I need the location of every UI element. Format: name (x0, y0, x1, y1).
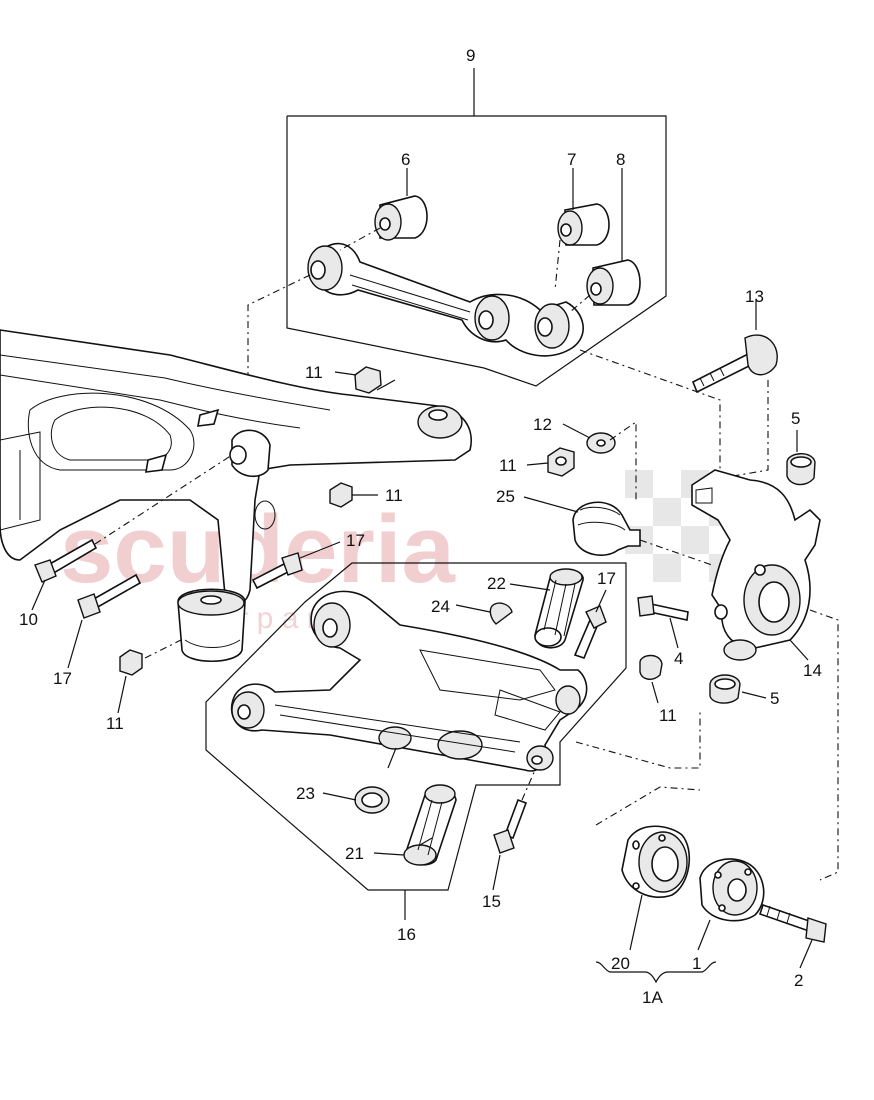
wheel-carrier-14[interactable] (691, 469, 821, 661)
callout-11-right: 11 (659, 706, 677, 725)
callout-1A: 1A (642, 988, 663, 1007)
callout-15: 15 (482, 892, 501, 911)
bolt-17-mid[interactable] (251, 552, 303, 590)
nut-11-subframe[interactable] (329, 482, 353, 508)
callout-10: 10 (19, 610, 38, 629)
callout-22: 22 (487, 574, 506, 593)
cap-24[interactable] (489, 602, 513, 625)
callout-leaders (31, 300, 813, 984)
lower-control-arm[interactable] (230, 590, 588, 772)
seal-23[interactable] (354, 786, 390, 814)
callout-6: 6 (401, 150, 410, 169)
callout-8: 8 (616, 150, 625, 169)
bolt-17-left[interactable] (77, 573, 142, 619)
callout-5-lower: 5 (770, 689, 779, 708)
subframe-mount[interactable] (177, 588, 246, 663)
bolt-13[interactable] (691, 334, 778, 479)
callout-25: 25 (496, 487, 515, 506)
wheel-hub-1[interactable] (699, 858, 765, 922)
callout-4: 4 (674, 649, 683, 668)
bushing-6[interactable] (374, 195, 428, 241)
callout-5-top: 5 (791, 409, 800, 428)
callout-labels: 9 6 7 8 13 5 11 12 11 25 11 17 10 17 11 … (19, 46, 822, 1007)
callout-21: 21 (345, 844, 364, 863)
group-box-9 (286, 68, 667, 387)
callout-11-subframe: 11 (385, 486, 403, 505)
nut-5-top[interactable] (786, 430, 816, 486)
callout-24: 24 (431, 597, 450, 616)
callout-9: 9 (466, 46, 475, 65)
callout-23: 23 (296, 784, 315, 803)
nut-11-left[interactable] (119, 637, 186, 676)
bushing-22[interactable] (534, 568, 584, 649)
bolt-17-lower[interactable] (573, 605, 607, 659)
callout-11-left: 11 (106, 714, 124, 733)
ball-joint-25[interactable] (572, 501, 713, 566)
callout-13: 13 (745, 287, 764, 306)
leader-lines-lower (575, 609, 839, 881)
callout-12: 12 (533, 415, 552, 434)
washer-12[interactable] (586, 420, 637, 500)
rear-subframe[interactable] (0, 329, 472, 605)
callout-17-left: 17 (53, 669, 72, 688)
bolt-10[interactable] (34, 454, 233, 583)
group-box-16 (205, 562, 627, 920)
nut-11-right[interactable] (639, 654, 663, 680)
callout-7: 7 (567, 150, 576, 169)
bushing-8[interactable] (586, 259, 641, 306)
callout-16: 16 (397, 925, 416, 944)
bolt-2[interactable] (758, 903, 827, 943)
nut-5-lower[interactable] (709, 674, 741, 704)
callout-11-mid: 11 (499, 456, 517, 475)
nut-11-top[interactable] (354, 366, 382, 394)
callout-20: 20 (611, 954, 630, 973)
wheel-bearing-20[interactable] (621, 825, 690, 899)
callout-14: 14 (803, 661, 822, 680)
nut-11-mid[interactable] (547, 447, 575, 477)
bolt-15[interactable] (493, 769, 536, 854)
bushing-7[interactable] (557, 203, 610, 246)
callout-1: 1 (692, 954, 701, 973)
upper-control-arm[interactable] (307, 242, 584, 357)
bushing-21[interactable] (403, 784, 457, 866)
callout-17-lower: 17 (597, 569, 616, 588)
callout-17-mid: 17 (346, 531, 365, 550)
callout-11-top: 11 (305, 363, 323, 382)
callout-2: 2 (794, 971, 803, 990)
bolt-4[interactable] (637, 595, 689, 621)
